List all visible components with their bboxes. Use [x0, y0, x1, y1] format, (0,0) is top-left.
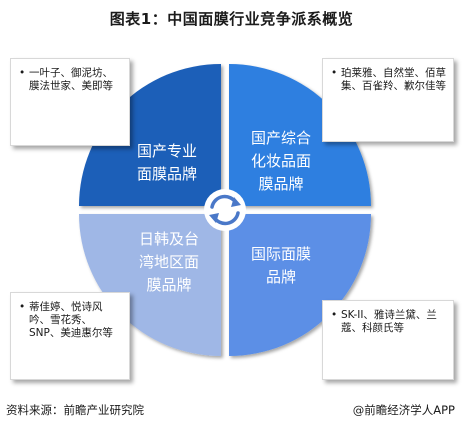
quadrant-text-line: 化妆品面 — [250, 152, 311, 170]
figure-title: 图表1：中国面膜行业竞争派系概览 — [109, 10, 354, 28]
callout-text: SK-II、雅诗兰黛、兰蔻、科颜氏等 — [341, 309, 437, 334]
quadrant-text-line: 面膜品牌 — [136, 165, 197, 183]
quadrant-text-line: 品牌 — [265, 268, 296, 286]
callout-bottom-right: • SK-II、雅诗兰黛、兰蔻、科颜氏等 — [322, 300, 454, 380]
quadrant-text-line: 国产专业 — [136, 142, 197, 160]
quadrant-text-line: 日韩及台 — [138, 230, 199, 248]
quadrant-label-top-left: 国产专业面膜品牌 — [122, 140, 212, 186]
bullet-icon: • — [19, 301, 26, 313]
quadrant-text: 日韩及台湾地区面膜品牌 — [124, 228, 214, 297]
quadrant-text-line: 膜品牌 — [146, 276, 192, 294]
callout-text: 蒂佳婷、悦诗风吟、雪花秀、SNP、美迪惠尔等 — [29, 301, 113, 339]
quadrant-text: 国产综合化妆品面膜品牌 — [236, 127, 326, 196]
cycle-arrows-icon — [204, 189, 246, 231]
quadrant-text-line: 膜品牌 — [258, 175, 304, 193]
callout-bottom-left: • 蒂佳婷、悦诗风吟、雪花秀、SNP、美迪惠尔等 — [10, 292, 130, 380]
callout-top-right: • 珀莱雅、自然堂、佰草集、百雀羚、歉尔佳等 — [322, 58, 454, 142]
quadrant-text-line: 国产综合 — [250, 129, 311, 147]
quadrant-top-left — [79, 64, 221, 206]
quadrant-text: 国际面膜品牌 — [236, 243, 326, 289]
quadrant-bottom-left — [79, 214, 221, 356]
source-note: 资料来源：前瞻产业研究院 — [6, 403, 144, 417]
quadrant-top-right — [229, 64, 371, 206]
quadrant-label-bottom-right: 国际面膜品牌 — [236, 243, 326, 289]
callout-text: 一叶子、御泥坊、膜法世家、美即等 — [29, 67, 113, 92]
quadrant-text-line: 国际面膜 — [250, 245, 311, 263]
callout-text: 珀莱雅、自然堂、佰草集、百雀羚、歉尔佳等 — [341, 67, 446, 92]
bullet-icon: • — [331, 67, 338, 79]
quadrant-text: 国产专业面膜品牌 — [122, 140, 212, 186]
bullet-icon: • — [19, 67, 26, 79]
bullet-icon: • — [331, 309, 338, 321]
quadrant-label-top-right: 国产综合化妆品面膜品牌 — [236, 127, 326, 196]
quadrant-bottom-right — [229, 214, 371, 356]
brand-credit: @前瞻经济学人APP — [352, 403, 455, 417]
quadrant-text-line: 湾地区面 — [138, 253, 199, 271]
quadrant-label-bottom-left: 日韩及台湾地区面膜品牌 — [124, 228, 214, 297]
callout-top-left: • 一叶子、御泥坊、膜法世家、美即等 — [10, 58, 130, 146]
